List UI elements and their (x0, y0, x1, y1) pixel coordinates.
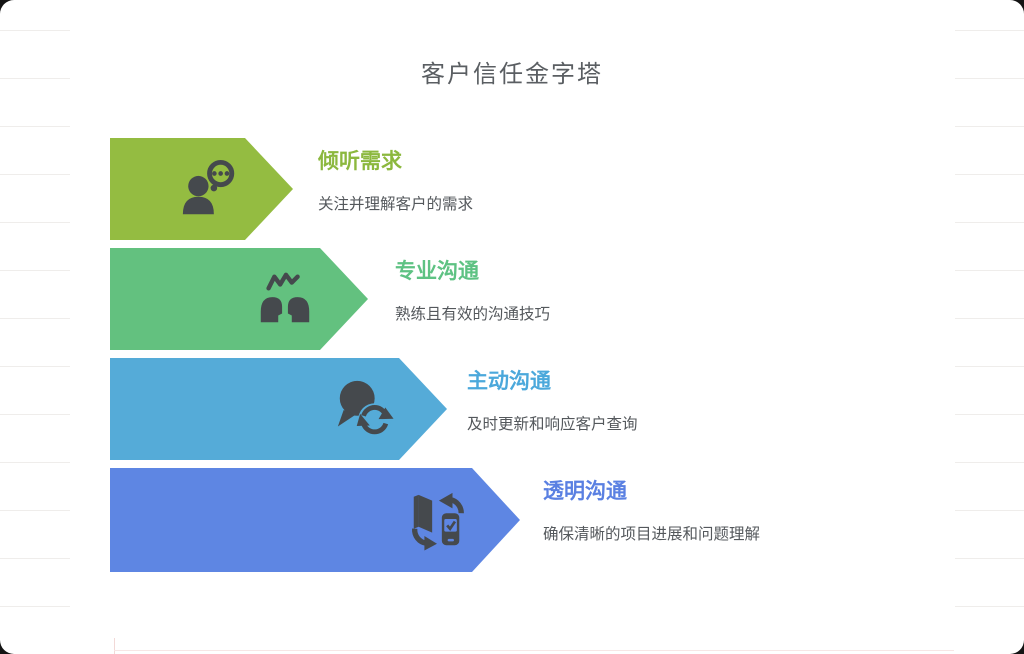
level-description: 确保清晰的项目进展和问题理解 (543, 526, 761, 543)
chat-sync-icon (333, 378, 395, 440)
level-title: 主动沟通 (467, 370, 551, 393)
level-title: 专业沟通 (395, 260, 479, 283)
background-gridlines-right (955, 0, 1024, 654)
level-description: 关注并理解客户的需求 (318, 196, 474, 213)
level-title: 倾听需求 (318, 150, 402, 173)
level-2-text: 专业沟通 熟练且有效的沟通技巧 (395, 258, 550, 326)
level-3-text: 主动沟通 及时更新和响应客户查询 (467, 368, 638, 436)
pyramid-level-4 (110, 468, 520, 572)
level-1-text: 倾听需求 关注并理解客户的需求 (318, 148, 473, 216)
pyramid-level-3 (110, 358, 447, 460)
two-heads-conversation-icon (254, 268, 316, 330)
pyramid-level-1 (110, 138, 293, 240)
level-4-text: 透明沟通 确保清晰的项目进展和问题理解 (543, 478, 760, 546)
pyramid-level-2 (110, 248, 368, 350)
page-title: 客户信任金字塔 (421, 61, 603, 88)
level-description: 熟练且有效的沟通技巧 (395, 306, 551, 323)
guide-line-horizontal (114, 650, 954, 651)
level-description: 及时更新和响应客户查询 (467, 416, 638, 433)
background-gridlines-left (0, 0, 70, 654)
level-title: 透明沟通 (543, 480, 627, 503)
guide-line-vertical (114, 638, 115, 654)
device-transfer-icon (406, 489, 468, 551)
person-thought-bubble-icon (179, 158, 241, 220)
